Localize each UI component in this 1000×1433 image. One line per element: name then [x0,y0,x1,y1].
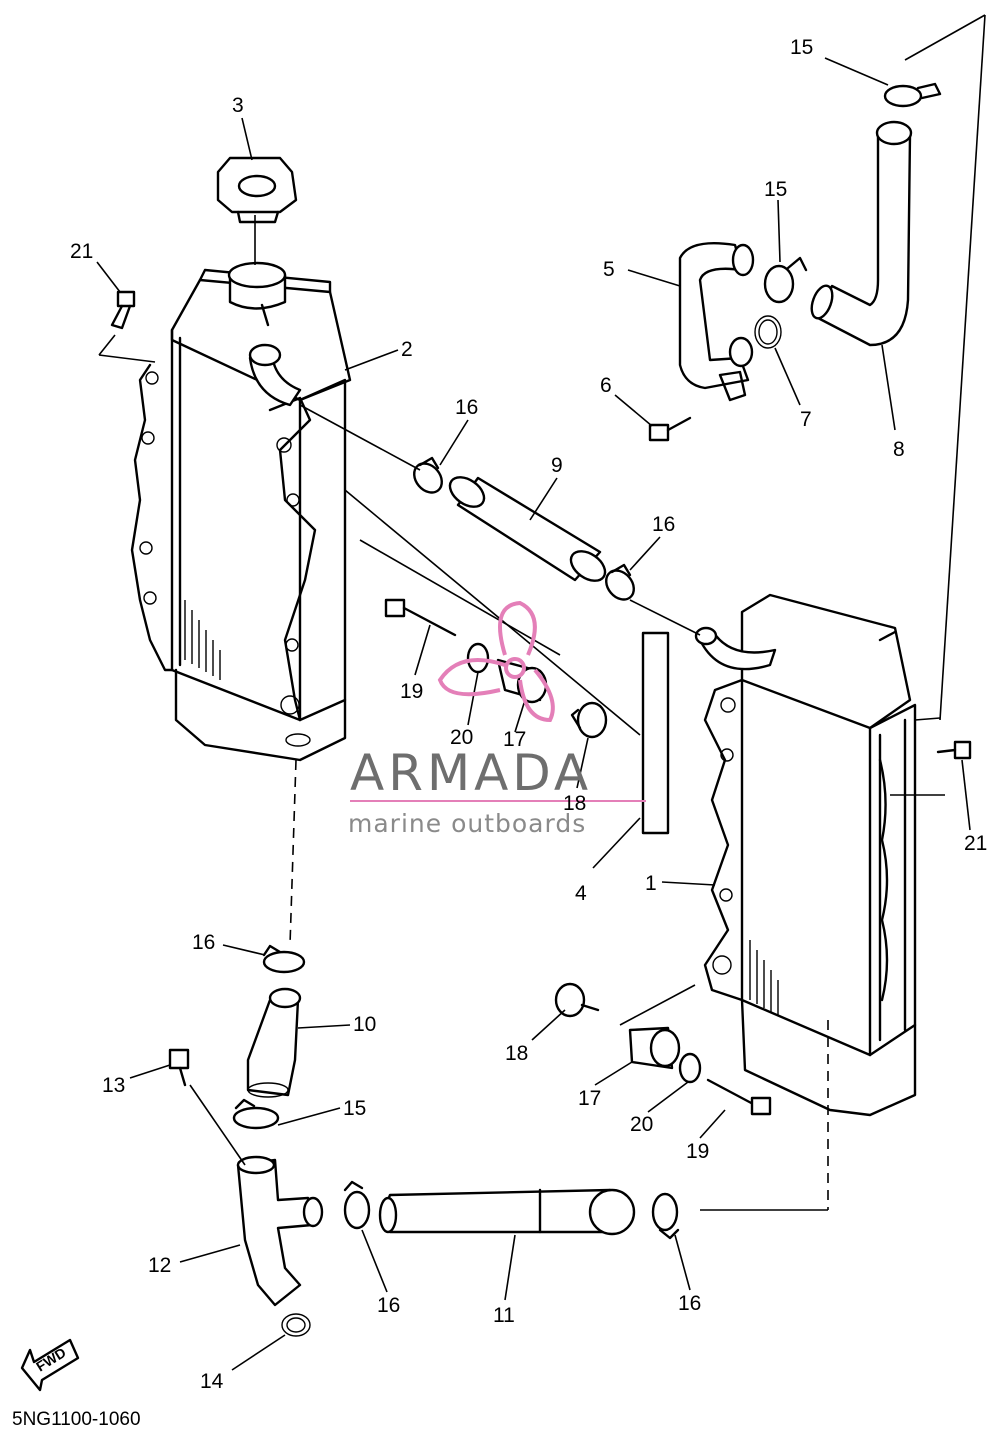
assembly-lines [98,14,986,1211]
fwd-arrow-icon: FWD [20,1338,80,1392]
callout-17-upper: 17 [503,728,526,751]
callout-20-lower: 20 [630,1113,653,1136]
callout-8: 8 [893,438,905,461]
callout-20-upper: 20 [450,726,473,749]
callout-16-d: 16 [377,1294,400,1317]
hose-8 [810,120,913,347]
callout-5: 5 [603,258,615,281]
callout-18-lower: 18 [505,1042,528,1065]
callout-16-b: 16 [652,513,675,536]
callout-7: 7 [800,408,812,431]
callout-16-e: 16 [678,1292,701,1315]
callout-11: 11 [493,1304,515,1327]
callout-6: 6 [600,374,612,397]
callout-18-upper: 18 [563,792,586,815]
callout-12: 12 [148,1254,171,1277]
armada-watermark: ARMADA marine outboards [348,600,646,838]
callout-16-a: 16 [455,396,478,419]
callout-21-right: 21 [964,832,987,855]
armada-propeller-logo [437,600,555,723]
callout-3: 3 [232,94,244,117]
radiator-cap [216,156,298,224]
left-radiator [130,261,352,762]
watermark-tagline: marine outboards [348,809,586,838]
hose-9 [448,476,607,582]
callout-13: 13 [102,1074,125,1097]
callout-16-c: 16 [192,931,215,954]
clamps [232,82,942,1240]
watermark-brand: ARMADA [350,744,592,802]
callout-leaders [96,57,971,1371]
diagram-code: 5NG1100-1060 [12,1409,141,1430]
callout-14: 14 [200,1370,224,1393]
hose-10 [246,987,302,1098]
callout-15-mid: 15 [764,178,787,201]
callout-9: 9 [551,454,563,477]
hose-5 [678,242,755,402]
callout-17-lower: 17 [578,1087,601,1110]
callout-19-lower: 19 [686,1140,709,1163]
callout-15-top: 15 [790,36,813,59]
callout-15-low: 15 [343,1097,366,1120]
right-radiator [694,593,917,1117]
callout-10: 10 [353,1013,376,1036]
callout-numbers: 1 2 3 4 5 6 7 8 9 10 11 12 13 14 15 15 1… [70,36,987,1393]
seal-strip-4 [641,631,670,835]
callout-1: 1 [645,872,657,895]
callout-21-left: 21 [70,240,93,263]
hose-11 [378,1188,636,1236]
callout-19-upper: 19 [400,680,423,703]
callout-2: 2 [401,338,413,361]
callout-4: 4 [575,882,587,905]
y-pipe-12 [236,1155,324,1307]
